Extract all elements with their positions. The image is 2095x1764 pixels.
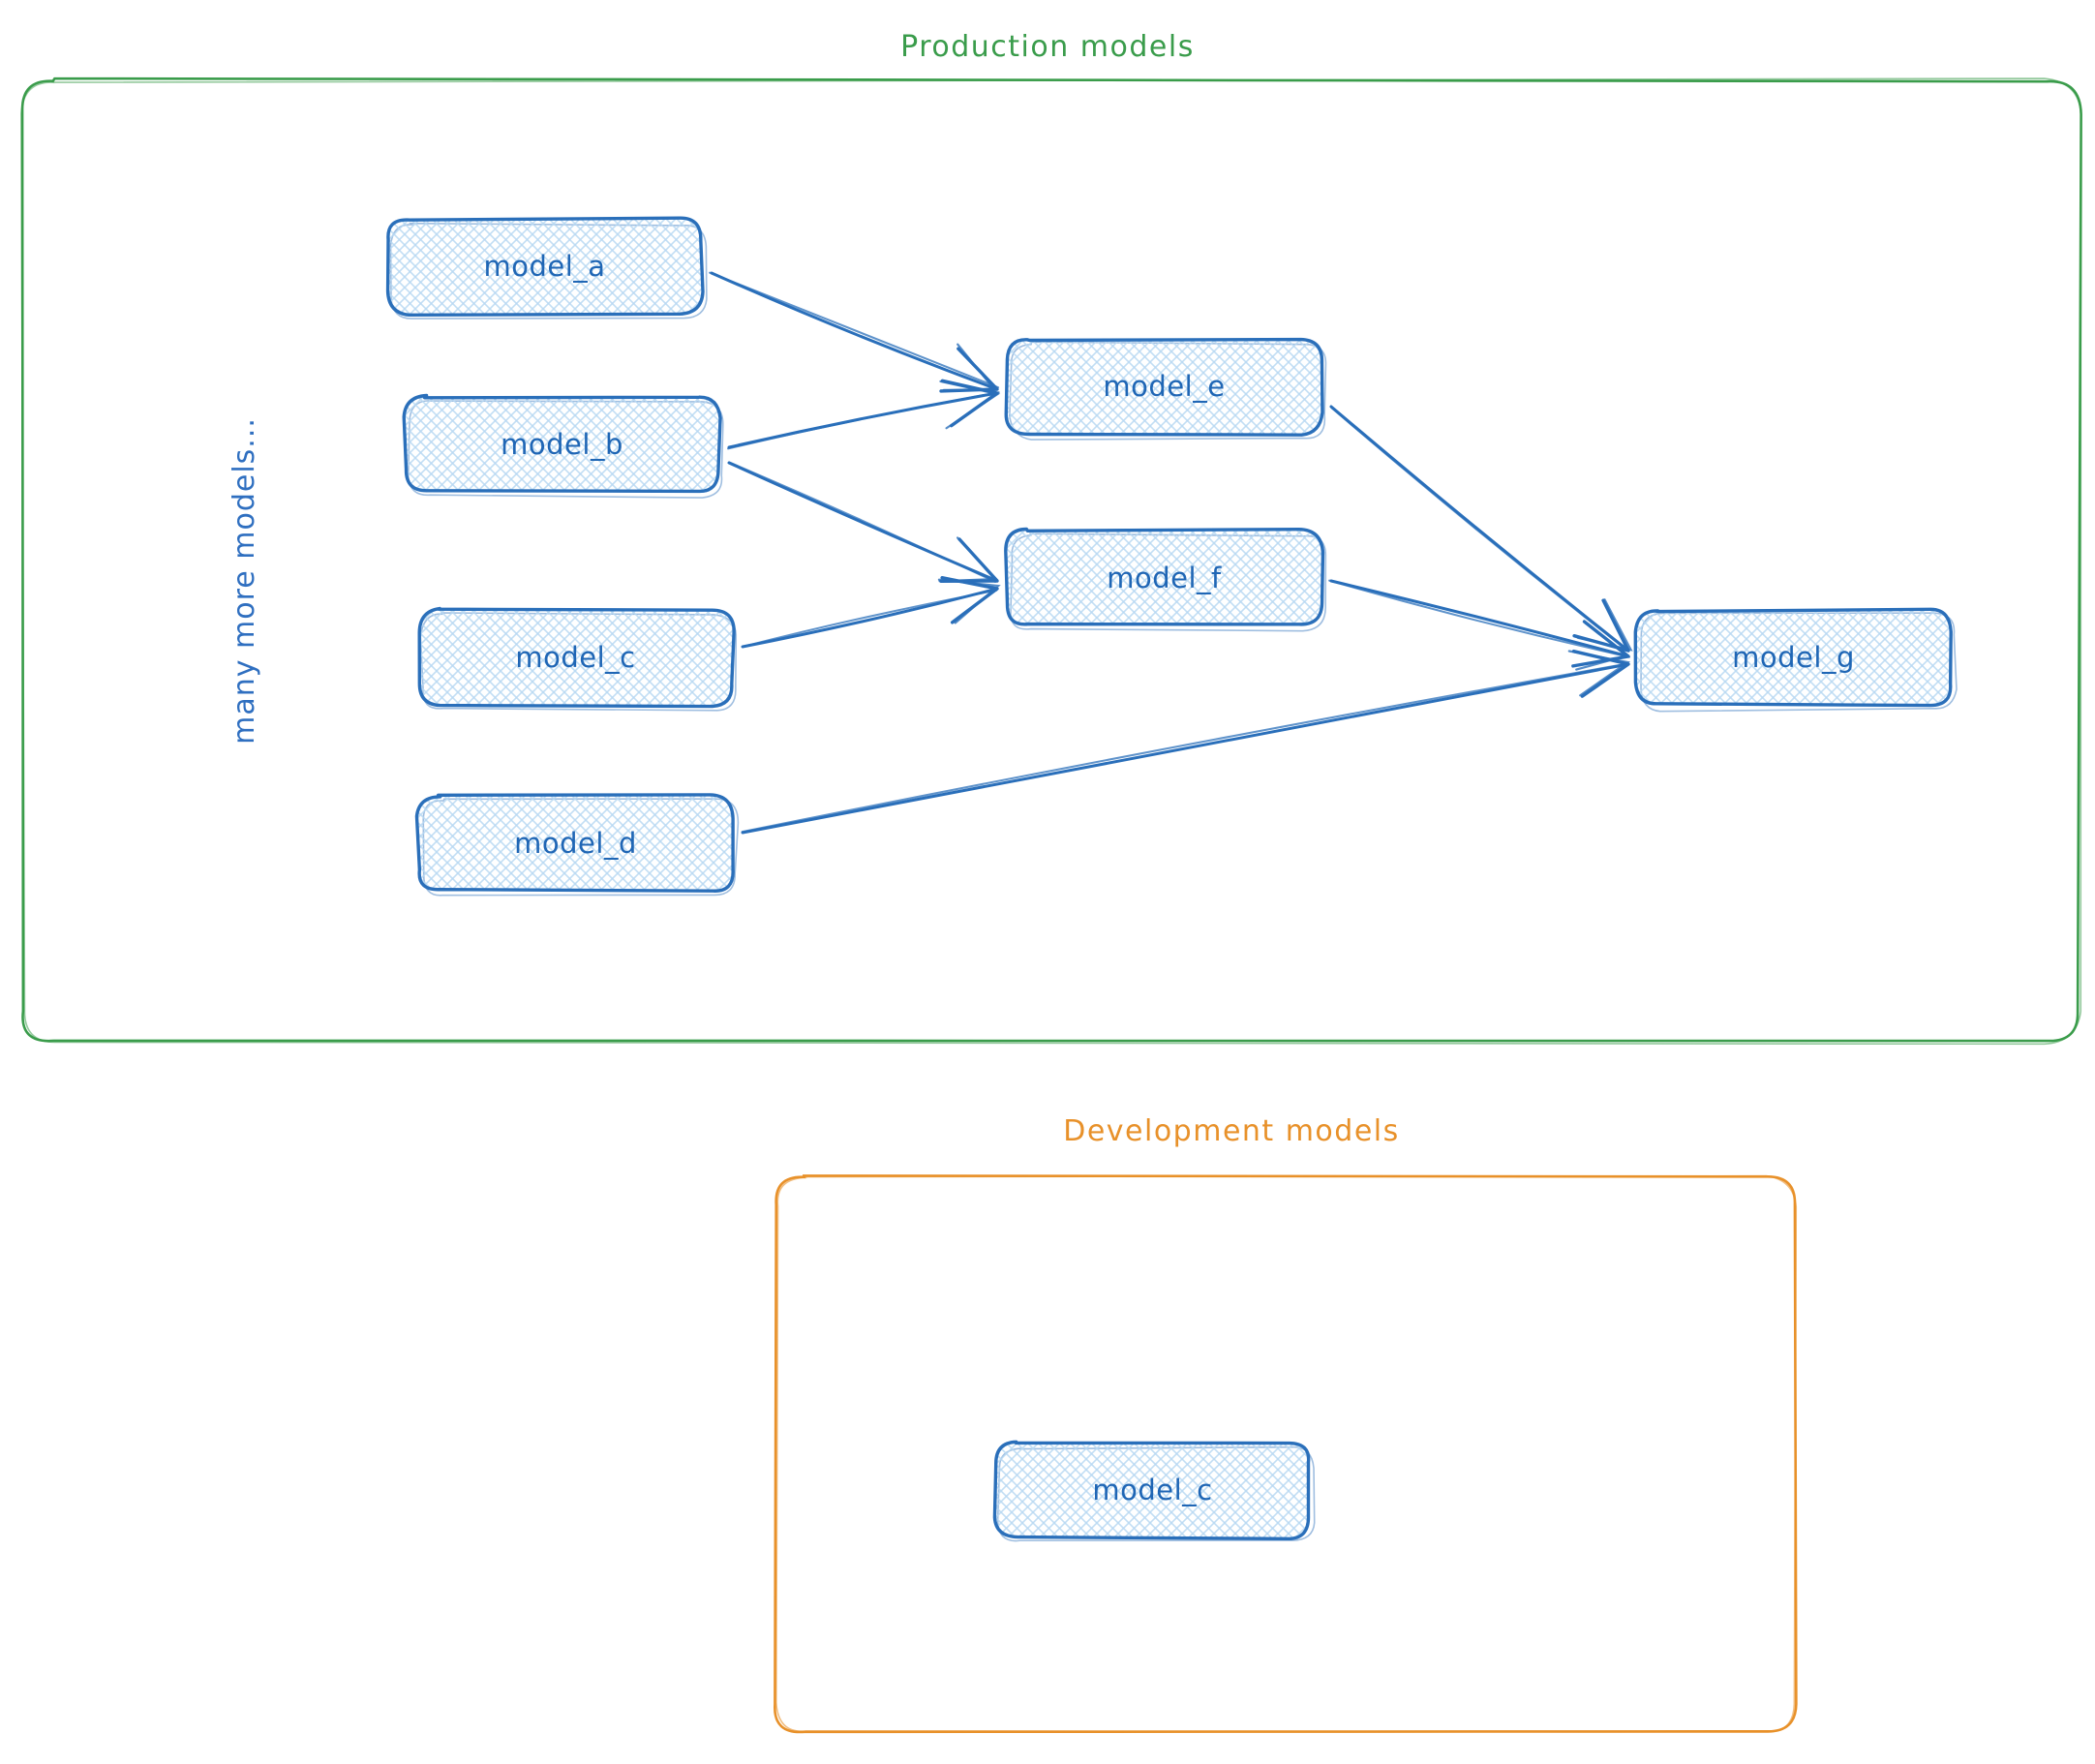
arrowhead-icon-sketch <box>1576 598 1633 652</box>
edge-stroke <box>709 271 1000 389</box>
node-label: model_c <box>515 641 635 674</box>
node-model_c_prod[interactable]: model_c <box>417 606 738 712</box>
edge-model_b-to-model_f <box>727 461 999 583</box>
edge-model_e-to-model_g <box>1329 405 1633 653</box>
edge-stroke <box>1330 407 1628 653</box>
node-label: model_e <box>1103 370 1225 403</box>
node-border <box>402 393 722 494</box>
node-hatch-fill <box>1006 339 1322 436</box>
node-hatch-fill <box>994 1442 1309 1539</box>
edge-stroke <box>741 662 1630 834</box>
node-hatch-fill <box>387 218 704 316</box>
edge-model_b-to-model_e <box>727 379 1001 450</box>
node-border <box>414 793 735 893</box>
node-label: model_b <box>501 428 623 461</box>
node-border <box>1633 607 1953 708</box>
edge-stroke <box>1329 579 1630 658</box>
edges-layer <box>709 271 1633 835</box>
node-label: model_f <box>1107 562 1222 594</box>
edge-model_c_prod-to-model_f <box>741 576 1001 649</box>
side-label-many-more-models: many more models... <box>228 417 261 745</box>
arrowhead-icon-sketch <box>942 343 997 391</box>
node-border <box>417 606 736 709</box>
group-title-development: Development models <box>1063 1114 1400 1148</box>
edge-stroke <box>710 271 999 391</box>
node-label: model_d <box>514 827 637 860</box>
node-model_c_dev[interactable]: model_c <box>992 1440 1316 1542</box>
node-label: model_c <box>1092 1474 1212 1506</box>
node-border <box>1004 337 1324 437</box>
edge-stroke <box>728 461 997 583</box>
arrowhead-icon-sketch <box>1567 650 1631 697</box>
node-model_e[interactable]: model_e <box>1004 337 1327 441</box>
node-border <box>385 216 705 318</box>
arrowhead-icon-sketch <box>937 578 1001 624</box>
node-border <box>1004 527 1325 626</box>
node-hatch-fill <box>1005 529 1323 624</box>
node-hatch-fill <box>404 395 721 492</box>
arrowhead-icon-sketch <box>1575 622 1629 671</box>
group-container-development <box>774 1174 1798 1734</box>
edge-stroke <box>741 662 1630 835</box>
node-hatch-fill <box>1635 609 1952 706</box>
node-model_b[interactable]: model_b <box>402 393 724 499</box>
edge-stroke <box>1329 405 1630 653</box>
group-title-production: Production models <box>900 30 1195 64</box>
edge-model_a-to-model_e <box>709 271 1000 393</box>
node-model_f[interactable]: model_f <box>1004 527 1327 632</box>
edge-stroke <box>742 589 998 648</box>
node-model_d[interactable]: model_d <box>414 793 740 897</box>
node-border <box>992 1440 1311 1541</box>
edge-model_f-to-model_g <box>1328 579 1630 671</box>
edge-model_d-to-model_g <box>741 649 1631 835</box>
node-model_a[interactable]: model_a <box>385 216 708 319</box>
arrowhead-icon-sketch <box>939 380 1001 430</box>
node-label: model_g <box>1732 641 1855 674</box>
group-container-production <box>20 76 2082 1046</box>
edge-stroke <box>727 391 1000 450</box>
node-model_g[interactable]: model_g <box>1633 607 1958 713</box>
node-hatch-fill <box>419 608 735 707</box>
edge-stroke <box>1328 579 1630 658</box>
nodes-layer: model_a model_b model_c model_d model_emodel… <box>385 216 1958 1542</box>
node-hatch-fill <box>416 794 734 892</box>
node-label: model_a <box>483 250 605 283</box>
